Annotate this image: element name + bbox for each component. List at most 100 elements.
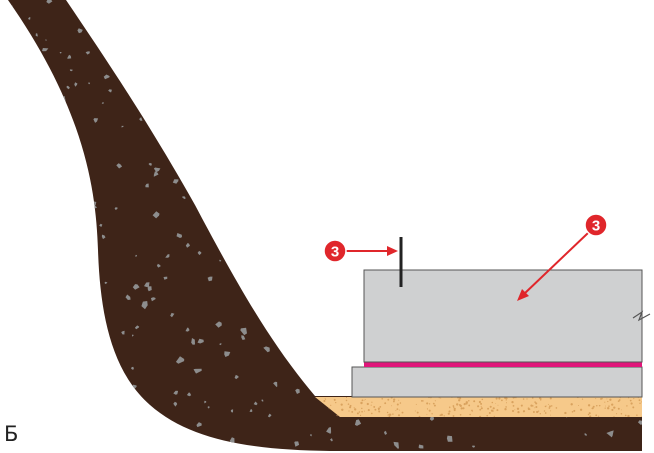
sand-grain bbox=[448, 410, 451, 413]
gravel-speck bbox=[188, 149, 193, 155]
gravel-speck bbox=[615, 58, 619, 62]
gravel-speck bbox=[320, 54, 323, 57]
gravel-speck bbox=[547, 107, 550, 111]
gravel-speck bbox=[22, 32, 24, 35]
gravel-speck bbox=[333, 41, 335, 44]
sand-grain bbox=[489, 405, 492, 408]
gravel-speck bbox=[150, 297, 156, 302]
sand-grain bbox=[468, 404, 471, 407]
sand-grain bbox=[548, 407, 551, 409]
gravel-speck bbox=[159, 48, 162, 52]
gravel-speck bbox=[584, 433, 587, 436]
gravel-speck bbox=[422, 78, 429, 88]
sand-grain bbox=[387, 414, 389, 416]
gravel-speck bbox=[0, 332, 4, 338]
sand-grain bbox=[364, 410, 365, 412]
gravel-speck bbox=[267, 60, 271, 63]
gravel-speck bbox=[53, 147, 59, 152]
gravel-speck bbox=[152, 211, 160, 219]
sand-grain bbox=[396, 403, 399, 406]
gravel-speck bbox=[371, 174, 375, 178]
sand-grain bbox=[459, 414, 462, 416]
gravel-speck bbox=[247, 90, 253, 97]
sand-grain bbox=[539, 399, 542, 401]
gravel-speck bbox=[286, 173, 290, 176]
callout-right: 3 bbox=[517, 213, 608, 301]
gravel-speck bbox=[624, 129, 631, 135]
gravel-speck bbox=[46, 185, 51, 189]
gravel-speck bbox=[483, 259, 486, 262]
sand-grain bbox=[521, 404, 523, 406]
sand-grain bbox=[438, 397, 440, 399]
gravel-speck bbox=[172, 179, 179, 184]
sand-grain bbox=[632, 406, 635, 409]
gravel-speck bbox=[197, 338, 204, 344]
gravel-speck bbox=[395, 154, 401, 161]
gravel-speck bbox=[526, 141, 534, 147]
gravel-speck bbox=[112, 396, 118, 404]
sand-grain bbox=[488, 412, 491, 414]
gravel-speck bbox=[312, 161, 318, 168]
sand-grain bbox=[440, 397, 442, 399]
gravel-speck bbox=[402, 203, 409, 212]
gravel-speck bbox=[463, 35, 468, 40]
gravel-speck bbox=[326, 427, 332, 434]
sand-grain bbox=[505, 402, 508, 404]
sand-grain bbox=[492, 407, 495, 410]
gravel-speck bbox=[455, 250, 459, 255]
sand-grain bbox=[600, 397, 602, 400]
sand-grain bbox=[397, 414, 401, 417]
gravel-speck bbox=[22, 29, 26, 33]
sand-grain bbox=[596, 404, 598, 407]
gravel-speck bbox=[294, 340, 302, 346]
gravel-speck bbox=[42, 48, 49, 52]
sand-grain bbox=[418, 415, 421, 417]
gravel-speck bbox=[432, 98, 436, 103]
gravel-speck bbox=[289, 259, 294, 263]
sand-grain bbox=[549, 405, 551, 408]
gravel-speck bbox=[254, 155, 259, 158]
gravel-speck bbox=[429, 416, 435, 421]
gravel-speck bbox=[9, 197, 13, 201]
gravel-speck bbox=[256, 207, 265, 214]
gravel-speck bbox=[600, 176, 606, 181]
gravel-speck bbox=[121, 330, 125, 335]
sand-grain bbox=[516, 407, 520, 410]
sand-grain bbox=[473, 400, 476, 403]
gravel-speck bbox=[414, 150, 421, 156]
sand-grain bbox=[465, 402, 468, 405]
gravel-speck bbox=[620, 84, 628, 91]
sand-grain bbox=[611, 408, 614, 411]
sand-grain bbox=[531, 397, 534, 399]
gravel-speck bbox=[501, 161, 506, 167]
gravel-speck bbox=[544, 25, 552, 32]
gravel-speck bbox=[535, 59, 542, 67]
sand-grain bbox=[433, 404, 436, 407]
gravel-speck bbox=[646, 241, 649, 244]
sand-grain bbox=[486, 414, 488, 417]
gravel-speck bbox=[618, 264, 624, 270]
gravel-speck bbox=[479, 154, 482, 156]
gravel-speck bbox=[20, 292, 22, 294]
gravel-speck bbox=[269, 92, 276, 99]
gravel-speck bbox=[310, 95, 313, 98]
sand-grain bbox=[618, 399, 621, 401]
gravel-speck bbox=[165, 254, 170, 258]
sand-grain bbox=[462, 407, 465, 410]
sand-grain bbox=[371, 401, 373, 403]
gravel-speck bbox=[571, 188, 575, 192]
sand-grain bbox=[530, 404, 533, 407]
gravel-speck bbox=[296, 67, 300, 73]
sand-grain bbox=[480, 405, 482, 407]
sand-grain bbox=[453, 407, 456, 411]
sand-grain bbox=[392, 413, 394, 415]
sand-grain bbox=[595, 414, 598, 417]
sand-grain bbox=[493, 415, 495, 417]
sand-grain bbox=[517, 411, 520, 414]
gravel-speck bbox=[316, 252, 319, 255]
sand-grain bbox=[334, 399, 336, 401]
gravel-speck bbox=[64, 235, 70, 241]
sand-grain bbox=[608, 405, 610, 407]
gravel-speck bbox=[46, 0, 53, 4]
gravel-speck bbox=[3, 243, 5, 246]
